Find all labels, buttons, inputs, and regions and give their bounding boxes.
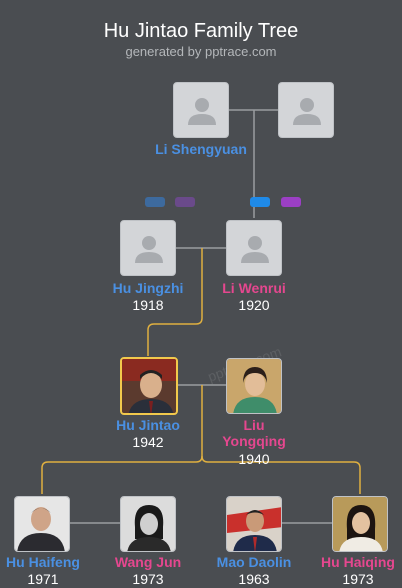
person-birth-year: 1971 [27, 571, 59, 587]
expand-parents-button[interactable] [145, 197, 165, 207]
person-card-hu-haifeng[interactable] [14, 496, 70, 552]
person-name-wang-jun[interactable]: Wang Jun [114, 554, 182, 570]
expand-parents-button[interactable] [250, 197, 270, 207]
children-link-right [201, 455, 361, 494]
person-name-hu-jingzhi[interactable]: Hu Jingzhi [112, 280, 184, 296]
person-card-liu-yongqing[interactable] [226, 358, 282, 414]
person-birth-year: 1920 [238, 297, 270, 313]
person-placeholder-icon [293, 98, 321, 125]
person-card-unknown-2[interactable] [278, 82, 334, 138]
person-name-mao-daolin[interactable]: Mao Daolin [216, 554, 292, 570]
person-card-hu-jingzhi[interactable] [120, 220, 176, 276]
person-placeholder-icon [188, 98, 216, 125]
person-card-unknown-1[interactable] [173, 82, 229, 138]
person-birth-year: 1942 [132, 434, 164, 450]
portrait-photo [227, 359, 281, 413]
page-subtitle: generated by pptrace.com [125, 44, 277, 59]
person-birth-year: 1918 [132, 297, 164, 313]
person-name-li-shengyuan[interactable]: Li Shengyuan [155, 141, 247, 157]
person-name-li-wenrui[interactable]: Li Wenrui [222, 280, 286, 296]
person-card-li-wenrui[interactable] [226, 220, 282, 276]
person-birth-year: 1973 [342, 571, 374, 587]
portrait-photo [333, 497, 387, 551]
parent-link-grandparents [147, 248, 203, 356]
portrait-photo [15, 497, 69, 551]
person-card-mao-daolin[interactable] [226, 496, 282, 552]
person-card-wang-jun[interactable] [120, 496, 176, 552]
portrait-photo [122, 359, 176, 413]
person-birth-year: 1963 [238, 571, 270, 587]
person-card-hu-jintao[interactable] [120, 357, 178, 415]
person-placeholder-icon [135, 236, 163, 263]
portrait-photo [121, 497, 175, 551]
expand-parents-button[interactable] [175, 197, 195, 207]
person-card-hu-haiqing[interactable] [332, 496, 388, 552]
person-name-hu-haiqing[interactable]: Hu Haiqing [321, 554, 395, 570]
person-birth-year: 1940 [238, 451, 270, 467]
person-name-hu-jintao[interactable]: Hu Jintao [116, 417, 180, 433]
person-birth-year: 1973 [132, 571, 164, 587]
person-placeholder-icon [241, 236, 269, 263]
portrait-photo [227, 497, 281, 551]
expand-parents-button[interactable] [281, 197, 301, 207]
person-name-hu-haifeng[interactable]: Hu Haifeng [6, 554, 80, 570]
person-name-liu-yongqing[interactable]: Liu Yongqing [222, 417, 286, 449]
page-title: Hu Jintao Family Tree [103, 20, 299, 42]
